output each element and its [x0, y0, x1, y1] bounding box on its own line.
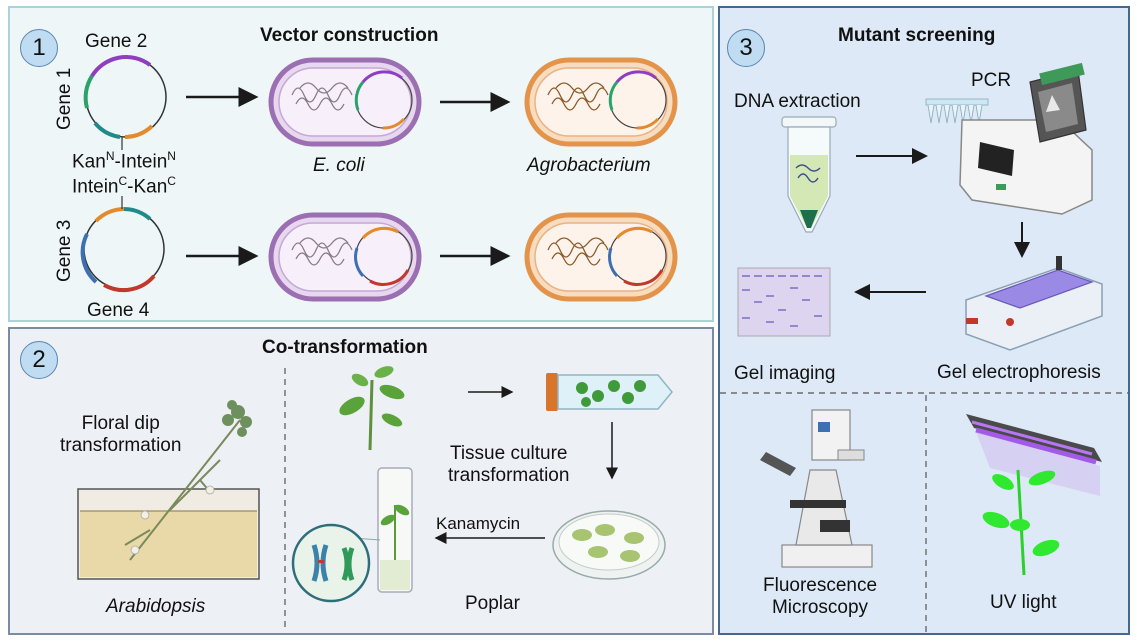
ecoli-cell-2 — [268, 212, 422, 302]
kanamycin-label: Kanamycin — [436, 514, 521, 533]
gel-imaging-label: Gel imaging — [734, 363, 836, 384]
agrobacterium-cell-2 — [524, 212, 678, 302]
panel-2-title: Co-transformation — [262, 337, 428, 358]
intein-c-kan-c-label: InteinC-KanC — [72, 174, 176, 198]
regeneration-vial — [377, 467, 413, 593]
chromosome-zoom — [291, 523, 381, 603]
uv-lamp — [966, 414, 1102, 496]
fluorescence-microscope — [760, 409, 873, 568]
uv-light-label: UV light — [990, 592, 1057, 613]
floral-dip-label: Floral dip transformation — [60, 413, 182, 456]
gene-4-label: Gene 4 — [87, 300, 150, 321]
ecoli-label: E. coli — [313, 155, 365, 176]
floral-dip-beaker — [77, 488, 260, 580]
ecoli-cell-1 — [268, 57, 422, 147]
plasmid-gene1-gene2 — [83, 55, 167, 150]
panel-3-badge: 3 — [727, 29, 765, 67]
agrobacterium-cell-1 — [524, 57, 678, 147]
pcr-label: PCR — [971, 70, 1012, 91]
pcr-thermocycler — [959, 62, 1093, 215]
dna-extraction-tube — [781, 116, 837, 233]
arabidopsis-plant — [124, 400, 252, 561]
fluorescence-microscopy-label: Fluorescence Microscopy — [763, 575, 878, 618]
culture-tube — [546, 373, 673, 411]
gfp-plant — [982, 469, 1060, 576]
agrobacterium-label: Agrobacterium — [527, 155, 651, 176]
petri-dish — [552, 510, 666, 580]
panel-3-title: Mutant screening — [838, 25, 996, 46]
kan-n-intein-n-label: KanN-InteinN — [72, 149, 176, 173]
gel-image — [737, 267, 831, 337]
panel-2-badge: 2 — [20, 341, 58, 379]
plasmid-gene3-gene4 — [80, 196, 165, 293]
gel-electrophoresis-label: Gel electrophoresis — [937, 362, 1101, 383]
dna-extraction-label: DNA extraction — [734, 91, 861, 112]
poplar-label: Poplar — [465, 593, 520, 614]
gene-2-label: Gene 2 — [85, 31, 148, 52]
gel-electrophoresis-box — [965, 256, 1103, 351]
tissue-culture-label: Tissue culture transformation — [448, 443, 570, 486]
arabidopsis-label: Arabidopsis — [106, 596, 206, 617]
panel-1-badge: 1 — [20, 29, 58, 67]
panel-1-title: Vector construction — [260, 25, 439, 46]
poplar-cutting — [339, 366, 405, 451]
